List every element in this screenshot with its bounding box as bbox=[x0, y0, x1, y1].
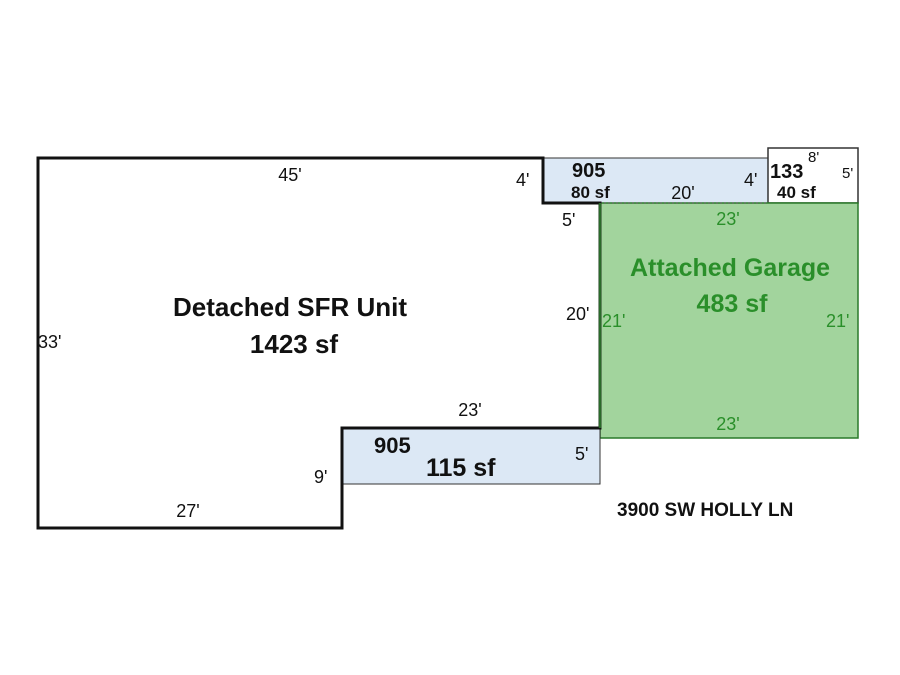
dim-right: 20' bbox=[566, 304, 589, 324]
dim-step: 4' bbox=[516, 170, 529, 190]
porch-top-area bbox=[542, 157, 769, 204]
garage-area-label: 483 sf bbox=[697, 290, 769, 318]
porch-bottom-area-label: 115 sf bbox=[426, 454, 496, 482]
porch-bottom-code: 905 bbox=[374, 433, 411, 458]
garage-dim-right: 21' bbox=[826, 311, 849, 331]
porch-bottom-depth: 5' bbox=[575, 444, 588, 464]
garage-name: Attached Garage bbox=[630, 254, 830, 282]
dim-left: 33' bbox=[38, 332, 61, 352]
garage-dim-left: 21' bbox=[602, 311, 625, 331]
dim-top: 45' bbox=[278, 165, 301, 185]
garage-dim-top: 23' bbox=[716, 209, 739, 229]
box-133-width: 8' bbox=[808, 149, 819, 166]
garage-dim-bottom: 23' bbox=[716, 414, 739, 434]
dim-lower-left: 9' bbox=[314, 467, 327, 487]
box-133-code: 133 bbox=[770, 161, 803, 183]
garage-area bbox=[599, 202, 859, 439]
porch-top-depth: 4' bbox=[744, 170, 757, 190]
box-133-area-label: 40 sf bbox=[777, 183, 816, 202]
box-133-area bbox=[767, 147, 859, 204]
box-133-depth: 5' bbox=[842, 165, 853, 182]
main-unit-area: 1423 sf bbox=[250, 329, 339, 359]
porch-top-area-label: 80 sf bbox=[571, 183, 610, 202]
dim-notch: 5' bbox=[562, 210, 575, 230]
porch-top-code: 905 bbox=[572, 160, 605, 182]
address-label: 3900 SW HOLLY LN bbox=[617, 500, 793, 521]
main-unit-name: Detached SFR Unit bbox=[173, 292, 407, 322]
dim-lower-top: 23' bbox=[458, 400, 481, 420]
dim-bottom: 27' bbox=[176, 501, 199, 521]
porch-top-length: 20' bbox=[671, 183, 694, 203]
